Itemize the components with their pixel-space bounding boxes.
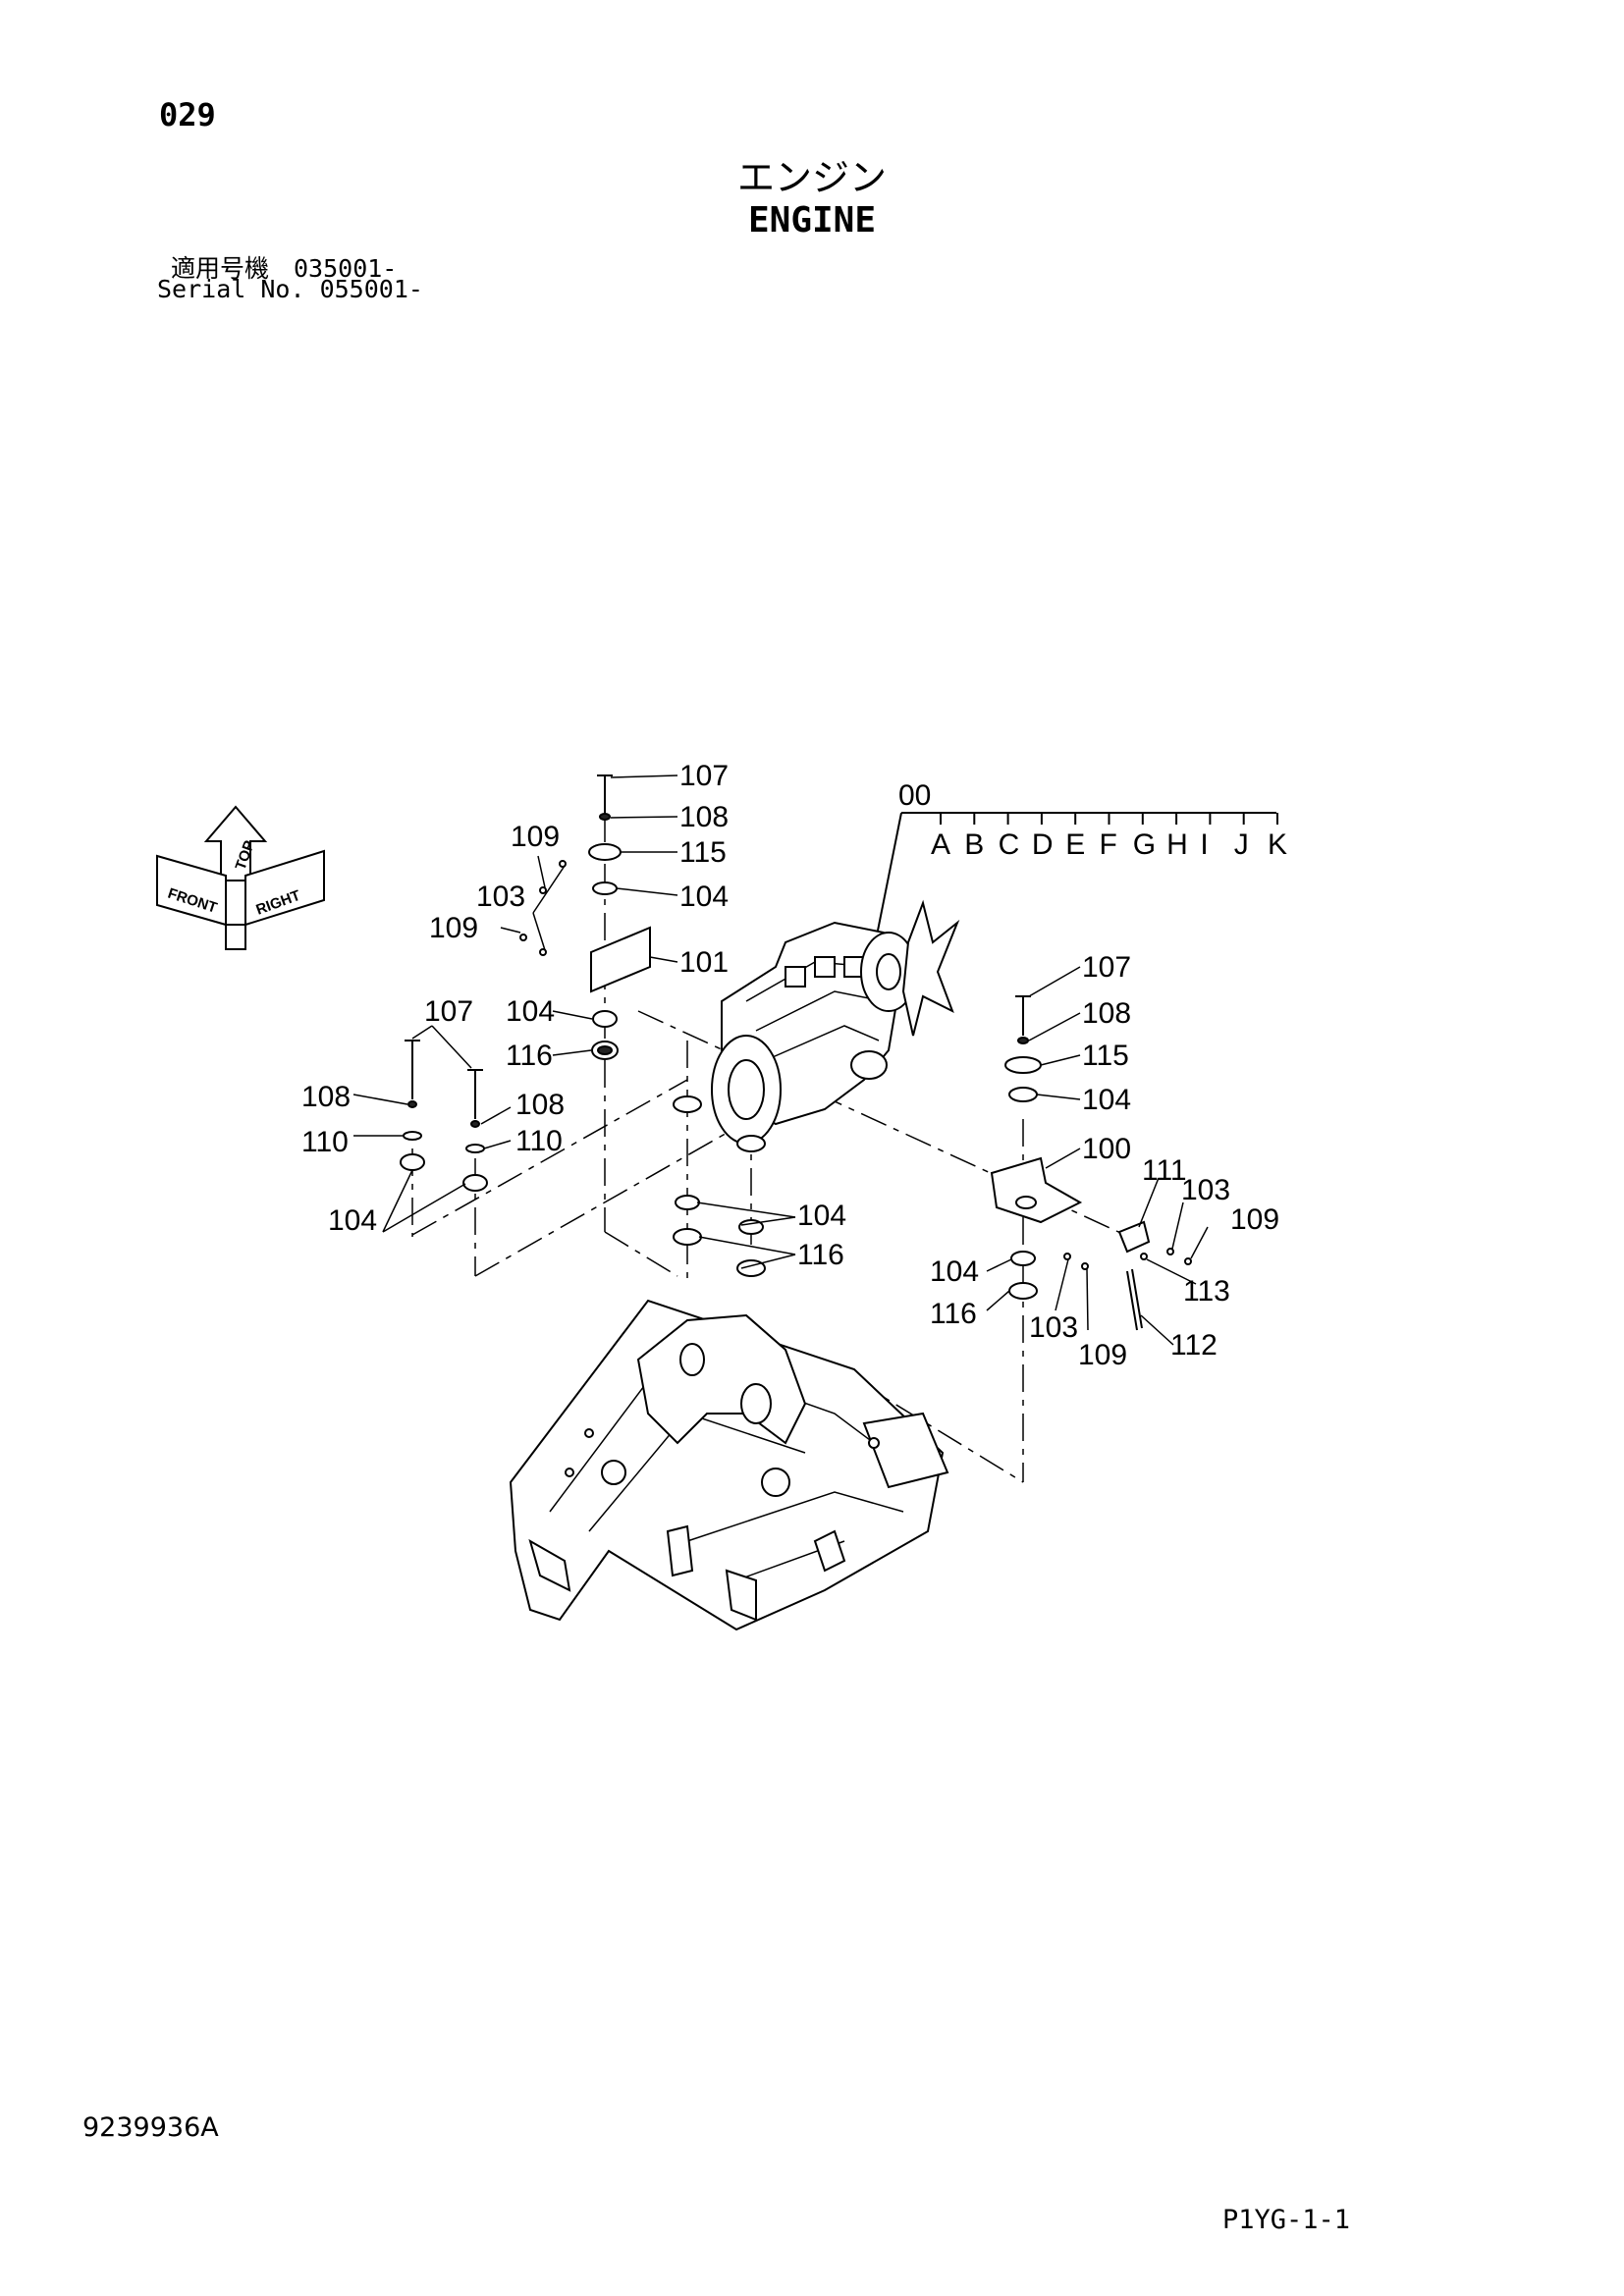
variant-letter-a: A [931,828,950,861]
callout-104: 104 [930,1255,979,1288]
callout-116: 116 [797,1239,844,1271]
callout-109: 109 [429,912,478,944]
callout-107: 107 [424,995,473,1028]
page-title-japanese: エンジン [736,156,887,199]
callout-107: 107 [679,760,729,792]
applicable-serial-number: Serial No. 055001- [157,275,423,303]
page-number: 029 [159,96,216,133]
callout-103: 103 [1029,1311,1078,1344]
applicable-serial-japanese: 適用号機 035001- [171,254,398,283]
callout-labels: 107 108 109 115 103 104 109 101 107 104 … [301,760,1279,1371]
callout-104: 104 [328,1204,377,1237]
callout-103: 103 [476,881,525,913]
callout-109: 109 [1230,1203,1279,1236]
variant-letter-g: G [1133,828,1156,861]
callout-109: 109 [511,821,560,853]
assembly-label: 00 [898,779,931,812]
callout-103: 103 [1181,1174,1230,1206]
callout-115: 115 [1082,1040,1129,1072]
callout-107: 107 [1082,951,1131,984]
callout-104: 104 [506,995,555,1028]
callout-111: 111 [1142,1154,1187,1187]
callout-116: 116 [506,1040,553,1072]
orientation-symbol: TOP FRONT RIGHT [156,805,325,950]
variant-letter-e: E [1065,828,1085,861]
sheet-code: P1YG-1-1 [1222,2205,1351,2235]
variant-letter-k: K [1268,828,1287,861]
callout-100: 100 [1082,1133,1131,1165]
callout-104: 104 [797,1200,846,1232]
callout-116: 116 [930,1298,977,1330]
callout-113: 113 [1183,1275,1230,1308]
callout-112: 112 [1170,1329,1218,1362]
callout-101: 101 [679,946,729,979]
variant-letter-j: J [1234,828,1249,861]
callout-108: 108 [515,1089,565,1121]
variant-letter-d: D [1032,828,1054,861]
variant-letter-c: C [999,828,1020,861]
callout-115: 115 [679,836,727,869]
variant-letter-b: B [964,828,984,861]
variant-letter-h: H [1166,828,1188,861]
callout-108: 108 [679,801,729,833]
variant-letter-i: I [1200,828,1208,861]
leader-lines [352,774,1209,1346]
callout-104: 104 [679,881,729,913]
variant-letter-f: F [1100,828,1117,861]
page-title: ENGINE [747,200,877,240]
callout-110: 110 [301,1126,349,1158]
callout-109: 109 [1078,1339,1127,1371]
callout-104: 104 [1082,1084,1131,1116]
document-number: 9239936A [82,2112,219,2143]
callout-108: 108 [301,1081,351,1113]
engine-assembly [673,899,960,1152]
upper-frame [509,1299,949,1631]
callout-108: 108 [1082,997,1131,1030]
callout-110: 110 [515,1125,563,1157]
